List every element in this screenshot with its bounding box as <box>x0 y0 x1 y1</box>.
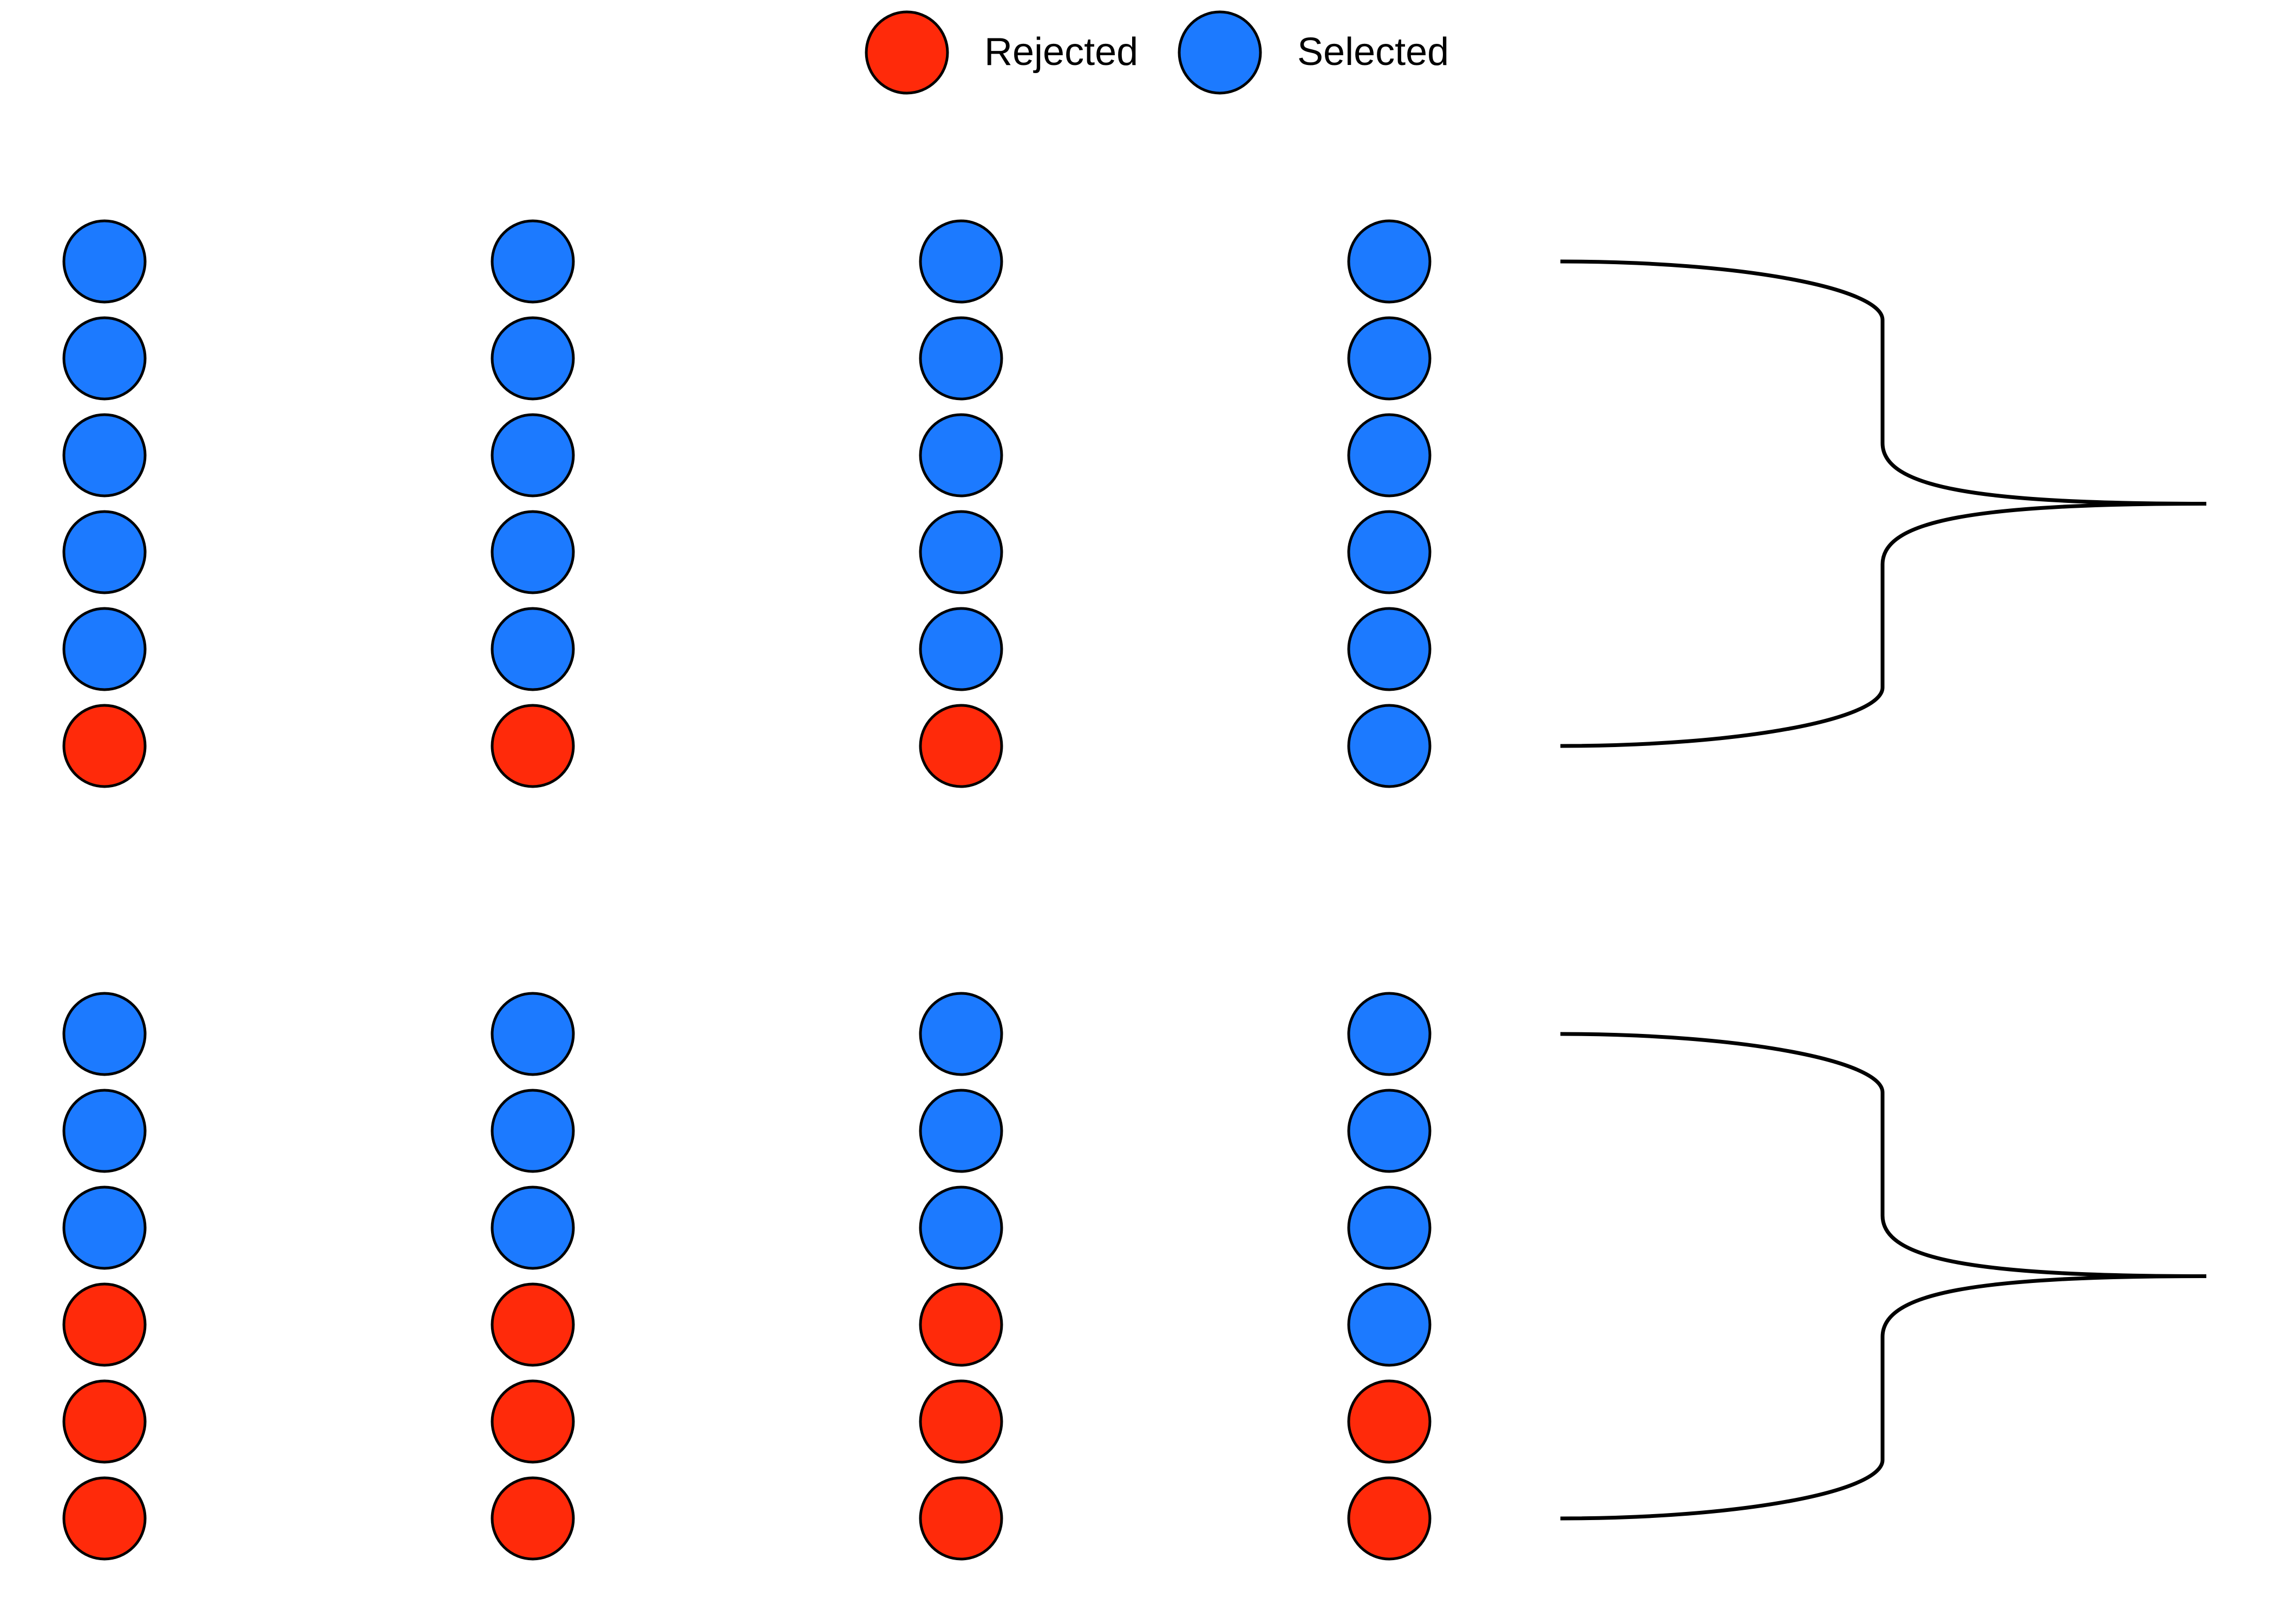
dot-selected <box>62 316 147 401</box>
dot-selected <box>62 992 147 1076</box>
dot-selected <box>919 607 1003 691</box>
dot-selected <box>491 992 575 1076</box>
dot-selected <box>491 1186 575 1270</box>
dot-selected <box>919 219 1003 304</box>
dot-selected <box>1347 219 1432 304</box>
dot-rejected <box>491 1476 575 1561</box>
dot-selected <box>62 219 147 304</box>
dot-selected <box>491 219 575 304</box>
dot-selected <box>919 413 1003 497</box>
dot-rejected <box>62 1379 147 1464</box>
legend: Rejected Selected <box>865 10 1449 95</box>
dot-rejected <box>491 1379 575 1464</box>
dot-selected <box>62 607 147 691</box>
group-1 <box>62 219 2207 788</box>
dot-rejected <box>1347 1476 1432 1561</box>
dot-selected <box>491 316 575 401</box>
dot-selected <box>62 1089 147 1173</box>
dot-selected <box>491 607 575 691</box>
dot-selected <box>491 413 575 497</box>
legend-label-rejected: Rejected <box>984 30 1138 74</box>
dot-selected <box>1347 1282 1432 1367</box>
dot-column <box>491 992 575 1561</box>
dot-rejected <box>1347 1379 1432 1464</box>
dot-rejected <box>491 704 575 788</box>
dot-selected <box>62 1186 147 1270</box>
dot-selected <box>62 413 147 497</box>
dot-groups <box>62 219 2207 1561</box>
right-curly-brace-icon <box>1560 259 2207 748</box>
dot-selected <box>919 1089 1003 1173</box>
group-2 <box>62 992 2207 1561</box>
dot-selected <box>919 510 1003 594</box>
dot-selected <box>1347 1186 1432 1270</box>
dot-column <box>1347 219 1432 788</box>
legend-label-selected: Selected <box>1297 30 1449 74</box>
legend-swatch-selected <box>1178 10 1262 95</box>
dot-column <box>62 219 147 788</box>
dot-column <box>62 992 147 1561</box>
dot-column <box>1347 992 1432 1561</box>
dot-rejected <box>491 1282 575 1367</box>
legend-swatch-rejected <box>865 10 949 95</box>
dot-column <box>919 992 1003 1561</box>
dot-selected <box>1347 316 1432 401</box>
dot-rejected <box>919 1476 1003 1561</box>
dot-column <box>491 219 575 788</box>
dot-rejected <box>62 704 147 788</box>
dot-selected <box>919 992 1003 1076</box>
dot-rejected <box>62 1282 147 1367</box>
dot-selected <box>1347 992 1432 1076</box>
dot-selected <box>62 510 147 594</box>
dot-selected <box>1347 510 1432 594</box>
dot-selected <box>1347 413 1432 497</box>
dot-rejected <box>919 1282 1003 1367</box>
dot-selected <box>491 1089 575 1173</box>
dot-selected <box>1347 704 1432 788</box>
dot-rejected <box>62 1476 147 1561</box>
right-curly-brace-icon <box>1560 1032 2207 1521</box>
dot-rejected <box>919 1379 1003 1464</box>
dot-column <box>919 219 1003 788</box>
dot-selected <box>491 510 575 594</box>
dot-selected <box>919 316 1003 401</box>
dot-selected <box>1347 1089 1432 1173</box>
dot-selected <box>919 1186 1003 1270</box>
dot-selected <box>1347 607 1432 691</box>
dot-rejected <box>919 704 1003 788</box>
